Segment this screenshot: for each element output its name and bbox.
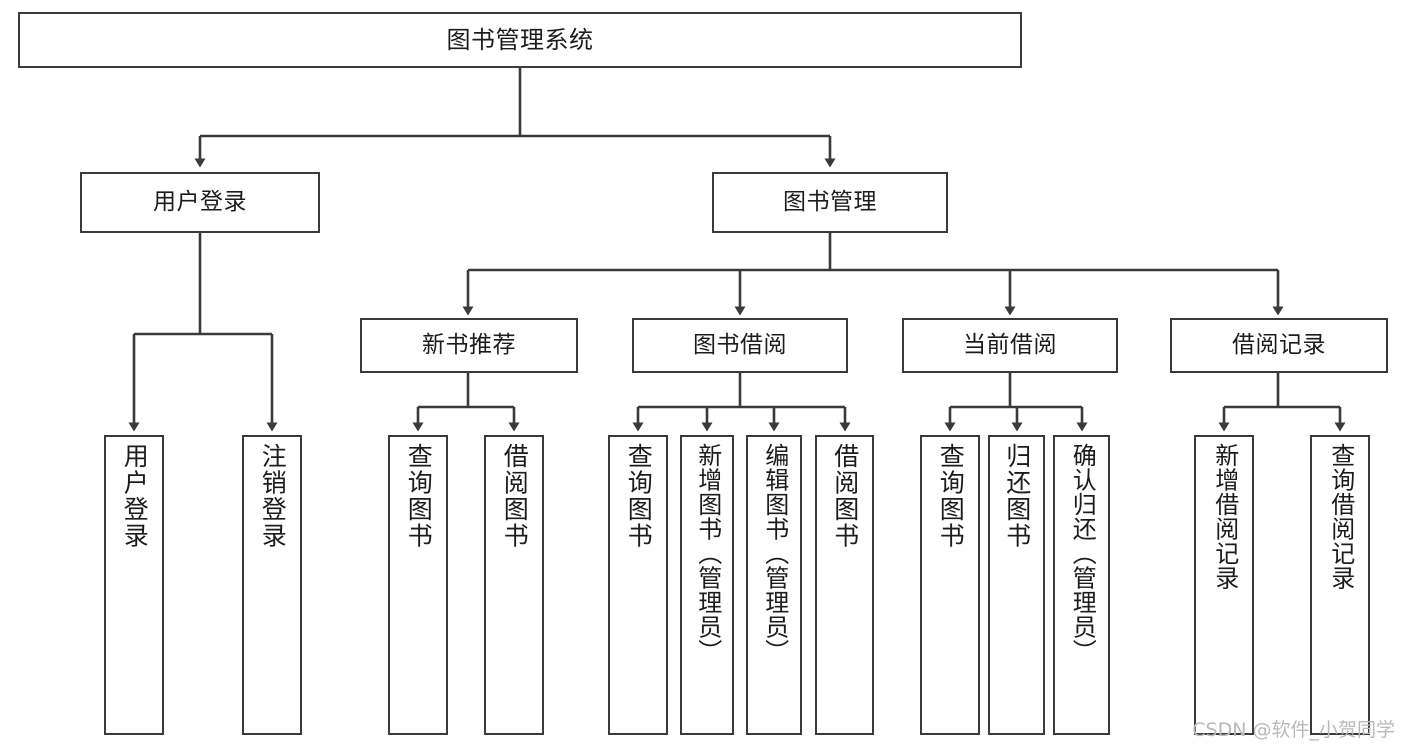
node-new-book-recommend[interactable]: 新书推荐 bbox=[360, 318, 578, 373]
leaf-borrow-edit-book-admin[interactable]: 编辑图书（管理员） bbox=[746, 435, 802, 735]
node-label: 当前借阅 bbox=[963, 331, 1057, 358]
node-current-borrow[interactable]: 当前借阅 bbox=[902, 318, 1118, 373]
node-label: 新书推荐 bbox=[422, 331, 516, 358]
node-label: 查询图书 bbox=[936, 443, 966, 549]
leaf-borrow-add-book-admin[interactable]: 新增图书（管理员） bbox=[680, 435, 734, 735]
leaf-new-book-borrow-book[interactable]: 借阅图书 bbox=[484, 435, 544, 735]
node-label: 图书管理 bbox=[783, 188, 877, 215]
node-borrow-records[interactable]: 借阅记录 bbox=[1170, 318, 1388, 373]
node-label: 查询图书 bbox=[624, 443, 654, 549]
leaf-current-confirm-return-admin[interactable]: 确认归还（管理员） bbox=[1053, 435, 1110, 735]
leaf-logout[interactable]: 注销登录 bbox=[242, 435, 302, 735]
leaf-new-book-query-book[interactable]: 查询图书 bbox=[388, 435, 448, 735]
node-label: 用户登录 bbox=[153, 188, 247, 215]
leaf-current-query-book[interactable]: 查询图书 bbox=[920, 435, 980, 735]
node-label: 归还图书 bbox=[1002, 443, 1032, 549]
node-label: 确认归还（管理员） bbox=[1068, 443, 1097, 664]
leaf-current-return-book[interactable]: 归还图书 bbox=[988, 435, 1045, 735]
leaf-borrow-borrow-book[interactable]: 借阅图书 bbox=[815, 435, 874, 735]
leaf-records-query-record[interactable]: 查询借阅记录 bbox=[1310, 435, 1370, 735]
node-label: 用户登录 bbox=[120, 443, 150, 549]
leaf-records-add-record[interactable]: 新增借阅记录 bbox=[1194, 435, 1254, 735]
node-label: 借阅记录 bbox=[1232, 331, 1326, 358]
leaf-user-login[interactable]: 用户登录 bbox=[104, 435, 164, 735]
node-user-login[interactable]: 用户登录 bbox=[80, 172, 320, 233]
node-label: 图书管理系统 bbox=[446, 25, 594, 54]
node-label: 新增借阅记录 bbox=[1210, 443, 1239, 590]
node-label: 查询图书 bbox=[404, 443, 434, 549]
node-label: 注销登录 bbox=[258, 443, 288, 549]
node-label: 编辑图书（管理员） bbox=[760, 443, 789, 664]
node-label: 图书借阅 bbox=[693, 331, 787, 358]
node-label: 查询借阅记录 bbox=[1326, 443, 1355, 590]
node-book-management[interactable]: 图书管理 bbox=[712, 172, 948, 233]
node-label: 新增图书（管理员） bbox=[693, 443, 722, 664]
node-label: 借阅图书 bbox=[830, 443, 860, 549]
node-book-borrow[interactable]: 图书借阅 bbox=[632, 318, 848, 373]
node-root-book-management-system[interactable]: 图书管理系统 bbox=[18, 12, 1022, 68]
watermark: CSDN @软件_小贺同学 bbox=[1192, 719, 1395, 741]
node-label: 借阅图书 bbox=[500, 443, 530, 549]
leaf-borrow-query-book[interactable]: 查询图书 bbox=[608, 435, 668, 735]
